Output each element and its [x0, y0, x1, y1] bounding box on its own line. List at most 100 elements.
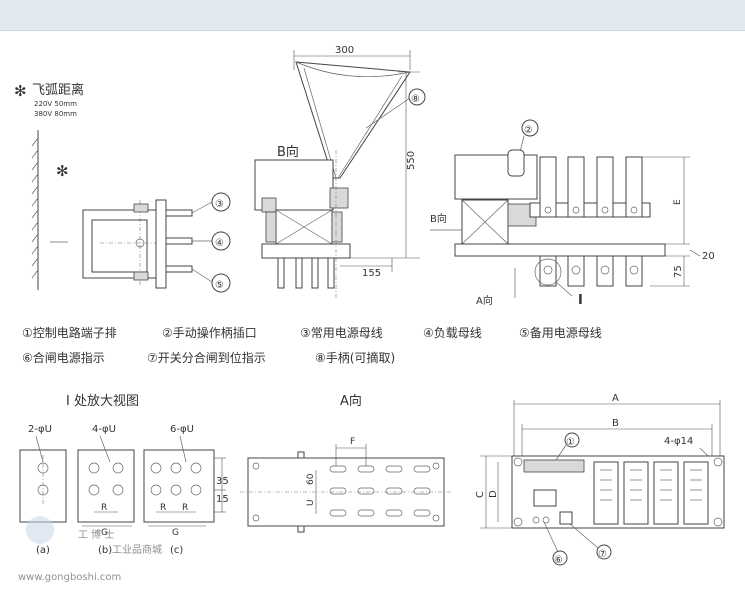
callout-7: ⑦	[598, 549, 607, 560]
watermark-cn: 工业品商城	[112, 543, 162, 556]
terminal-strip	[523, 459, 585, 473]
header-band	[0, 0, 745, 31]
mech-foot	[261, 197, 277, 213]
legend-item-1: ①控制电路端子排	[22, 325, 117, 340]
legend-item-2: ②手动操作柄插口	[162, 325, 257, 340]
a-view-60: 60	[306, 473, 316, 485]
legend-item-8: ⑧手柄(可摘取)	[315, 350, 395, 365]
b-direction-right: B向	[430, 212, 447, 225]
dim-35: 35	[216, 476, 229, 487]
detail-c-r2: R	[182, 503, 188, 513]
busbar-columns	[539, 156, 643, 218]
left-side-view: ✻ ③ ④ ⑤	[31, 130, 231, 293]
callout-4-circle	[211, 231, 231, 251]
leg-3	[311, 257, 319, 289]
a-view: A向 F U 60	[240, 393, 452, 533]
horizontal-rail	[529, 202, 651, 218]
terminal-5	[165, 265, 193, 273]
dim-20: 20	[702, 251, 715, 262]
left-clamp	[265, 211, 277, 243]
detail-c-g: G	[172, 528, 179, 538]
callout-3: ③	[215, 199, 224, 210]
logo-mascot-icon	[26, 516, 54, 544]
detail-a-holes: 2-φU	[28, 424, 52, 435]
watermark-url: www.gongboshi.com	[18, 572, 121, 583]
handle-socket	[507, 149, 525, 177]
wall-hatch	[31, 137, 39, 279]
callout-2: ②	[524, 125, 533, 136]
a-view-f: F	[350, 437, 355, 447]
dim-155: 155	[362, 268, 381, 279]
legend-item-5: ⑤备用电源母线	[519, 326, 602, 340]
callout-4: ④	[215, 238, 224, 249]
legend-item-7: ⑦开关分合闸到位指示	[147, 350, 266, 365]
arc-distance-note: ✻ 飞弧距离 220V 50mm 380V 80mm	[14, 82, 84, 118]
a-view-u: U	[306, 499, 316, 506]
detail-c-holes: 6-φU	[170, 424, 194, 435]
callout-3-circle	[211, 192, 231, 212]
legend-item-3: ③常用电源母线	[300, 326, 383, 340]
position-indicator	[559, 511, 573, 525]
center-side-view: 300 ⑧ B向 550 155	[254, 45, 426, 300]
detail-title: I 处放大视图	[66, 394, 139, 409]
detail-c-r1: R	[160, 503, 166, 513]
callout-6: ⑥	[554, 555, 563, 566]
dim-b: B	[612, 418, 619, 429]
b-view-bus-columns	[593, 461, 709, 525]
detail-b-r: R	[101, 503, 107, 513]
right-front-view: ② B向 I A向	[430, 119, 715, 308]
mechanism-box	[254, 159, 334, 211]
b-direction-label: B向	[277, 144, 299, 160]
callout-1: ①	[566, 437, 575, 448]
switch-inner	[91, 219, 148, 273]
dim-75: 75	[673, 265, 684, 278]
legend-item-6: ⑥合闸电源指示	[22, 350, 105, 365]
leg-2	[295, 257, 303, 289]
handle	[295, 61, 411, 179]
caption-c: (c)	[170, 545, 183, 556]
a-view-title: A向	[340, 393, 362, 409]
mech-handle-socket	[329, 187, 349, 209]
front-base	[454, 243, 666, 257]
roman-i: I	[578, 293, 583, 308]
callout-5-circle	[211, 273, 231, 293]
callout-5: ⑤	[215, 280, 224, 291]
leg-1	[277, 257, 285, 289]
detail-circle-i	[534, 258, 562, 286]
b-view: A B 4-φ14 ①	[475, 393, 725, 566]
arc-distance-title: 飞弧距离	[32, 82, 84, 98]
front-mech-box	[454, 154, 538, 200]
bottom-bracket	[133, 271, 149, 281]
callout-2-circle	[521, 119, 539, 137]
caption-a: (a)	[36, 545, 50, 556]
arc-voltage-380: 380V 80mm	[34, 110, 77, 118]
indicator-window	[533, 489, 557, 507]
dim-300: 300	[335, 45, 354, 56]
callout-7-circle	[596, 544, 612, 560]
a-view-slots	[329, 465, 431, 517]
top-bracket	[133, 203, 149, 213]
legend: ①控制电路端子排 ②手动操作柄插口 ③常用电源母线 ④负载母线 ⑤备用电源母线 …	[22, 325, 602, 365]
base-plate	[261, 243, 351, 259]
caption-b: (b)	[98, 545, 112, 556]
callout-8-circle	[408, 88, 426, 106]
asterisk-symbol: ✻	[14, 82, 27, 100]
dim-15: 15	[216, 494, 229, 505]
holes-label: 4-φ14	[664, 436, 693, 447]
callout-1-circle	[564, 432, 580, 448]
lower-terminals	[539, 255, 643, 287]
dim-c: C	[475, 491, 486, 498]
detail-b-g: G	[101, 528, 108, 538]
watermark: 工 博 士 www.gongboshi.com 工业品商城	[18, 516, 162, 583]
dim-d: D	[488, 490, 499, 498]
arc-voltage-220: 220V 50mm	[34, 100, 77, 108]
wall-asterisk: ✻	[56, 162, 69, 180]
legend-item-4: ④负载母线	[423, 326, 482, 340]
terminal-4	[165, 237, 193, 245]
detail-b-holes: 4-φU	[92, 424, 116, 435]
busbar-plate	[155, 199, 167, 289]
callout-8: ⑧	[411, 94, 420, 105]
dim-a: A	[612, 393, 619, 404]
